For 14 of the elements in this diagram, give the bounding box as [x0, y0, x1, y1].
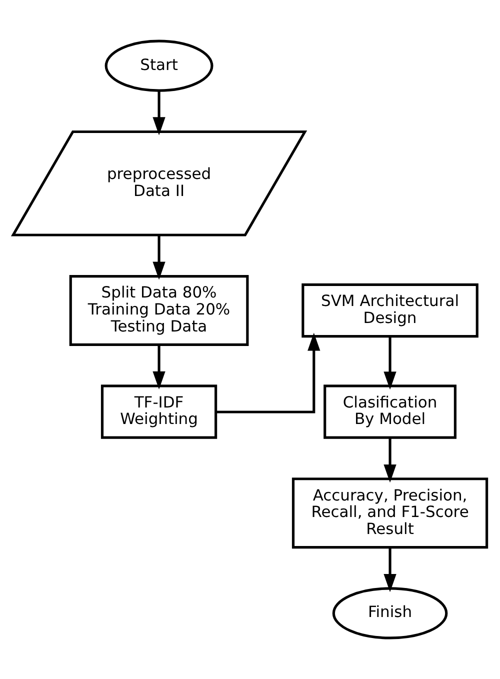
arrow: [384, 438, 396, 483]
node-box: Accuracy, Precision, Recall, and F1-Score Result: [292, 478, 488, 549]
arrow: [152, 344, 166, 390]
node-box: SVM Architectural Design: [302, 283, 478, 338]
arrow: [384, 336, 396, 390]
node-ellipse: Finish: [332, 587, 448, 640]
arrow: [152, 235, 166, 280]
arrow: [384, 548, 396, 592]
node-box: TF-IDF Weighting: [100, 384, 218, 439]
arrow: [152, 90, 166, 136]
node-box: Split Data 80% Training Data 20% Testing Data: [69, 274, 249, 346]
arrow: [216, 332, 320, 414]
node-ellipse: Start: [104, 40, 214, 92]
node-box: Clasification By Model: [324, 384, 456, 439]
